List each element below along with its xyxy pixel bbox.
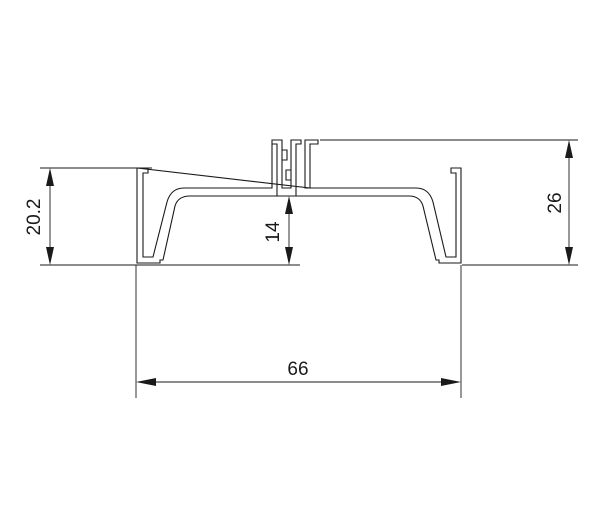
arrow-width-left — [136, 378, 156, 386]
label-right-height: 26 — [545, 192, 566, 213]
profile-outline — [136, 139, 462, 264]
label-width: 66 — [287, 359, 308, 380]
label-left-height: 20.2 — [24, 199, 45, 236]
profile-stem-detail — [282, 149, 291, 181]
arrow-center-top — [285, 196, 293, 214]
label-center-height: 14 — [263, 221, 284, 243]
arrow-left-top — [46, 168, 54, 186]
arrow-left-bottom — [46, 247, 54, 265]
arrow-right-top — [565, 140, 573, 158]
profile-inner-left — [137, 144, 273, 258]
arrow-center-bottom — [285, 247, 293, 265]
arrow-right-bottom — [565, 247, 573, 265]
arrow-width-right — [441, 378, 461, 386]
